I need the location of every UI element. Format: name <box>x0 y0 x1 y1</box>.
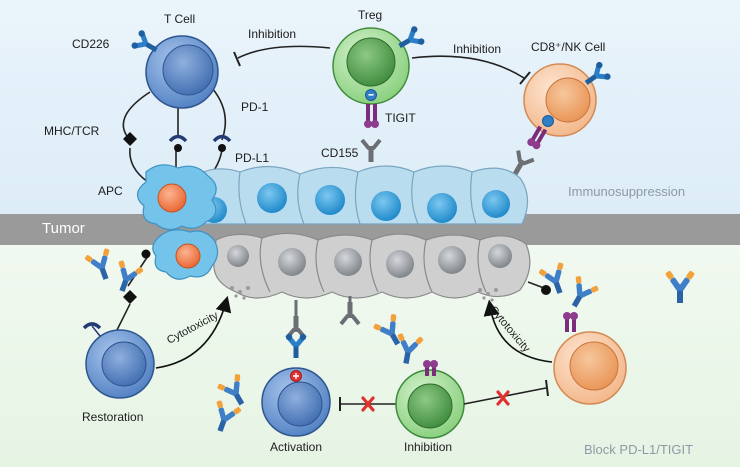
label-inhibition-bottom: Inhibition <box>404 440 453 454</box>
cytotoxicity-arrow-right <box>483 299 553 363</box>
apc-cell-lower <box>152 229 219 280</box>
label-pd1: PD-1 <box>241 100 269 114</box>
label-block: Block PD-L1/TIGIT <box>584 442 694 457</box>
label-restoration: Restoration <box>82 410 144 424</box>
label-treg: Treg <box>358 8 383 22</box>
cytotoxicity-arrow-left <box>155 295 232 369</box>
restoration-cell <box>85 329 155 399</box>
treg-cell <box>332 27 410 105</box>
label-immunosuppression: Immunosuppression <box>568 184 686 199</box>
activation-cell <box>261 367 331 437</box>
inhibition-cross-icon <box>361 396 375 412</box>
label-mhc-tcr: MHC/TCR <box>44 124 100 138</box>
label-cd8-nk: CD8⁺/NK Cell <box>531 40 606 54</box>
label-tumor: Tumor <box>42 220 85 237</box>
inhibition-line-right <box>411 55 525 79</box>
debris-dots <box>230 286 498 302</box>
label-cd226: CD226 <box>72 37 110 51</box>
apc-cell <box>136 164 217 231</box>
label-activation: Activation <box>270 440 323 454</box>
tumor-cells-lower <box>213 232 531 299</box>
nk-cell-lower <box>553 331 627 405</box>
label-inhibition-left: Inhibition <box>248 27 297 41</box>
pdl1-icon <box>218 144 226 152</box>
inhibition-line-left <box>237 45 331 59</box>
label-tigit: TIGIT <box>385 111 416 125</box>
tumor-cells-upper <box>190 165 529 225</box>
label-apc: APC <box>98 184 123 198</box>
pd1-icon <box>168 134 188 143</box>
mhc-tcr-icon <box>123 132 137 146</box>
t-cell <box>145 35 219 109</box>
label-inhibition-right: Inhibition <box>453 42 502 56</box>
label-t-cell: T Cell <box>164 12 196 26</box>
label-pdl1: PD-L1 <box>235 151 270 165</box>
label-cd155: CD155 <box>321 146 359 160</box>
cd8-nk-cell <box>523 63 597 137</box>
inhibition-treg-cell <box>395 369 465 439</box>
tigit-icon <box>364 104 379 128</box>
